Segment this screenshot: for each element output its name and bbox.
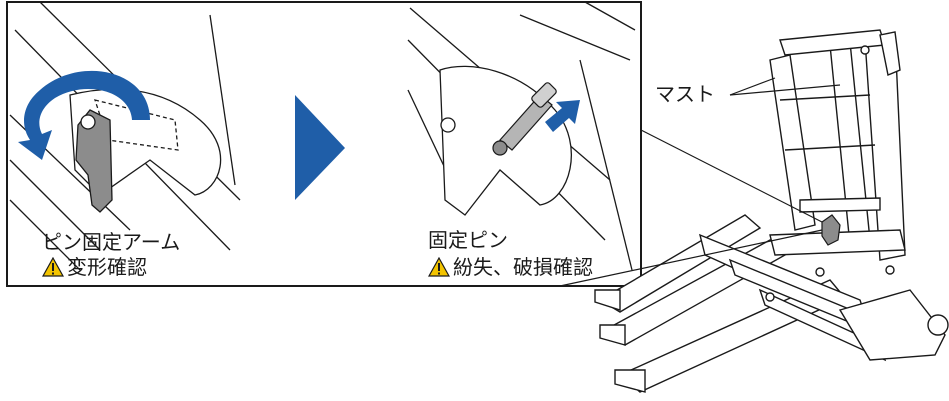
remove-direction-arrow-icon [545, 100, 580, 132]
machine-pin-arm [821, 214, 841, 246]
left-warning: 変形確認 [42, 257, 147, 277]
mast-leader-line [729, 84, 841, 96]
pin-fixing-arm [75, 109, 113, 213]
detail-leader-line [559, 229, 823, 287]
rotation-arrow-icon [18, 70, 150, 160]
arm-bolt [80, 114, 96, 130]
warning-icon [428, 257, 450, 277]
detail-leader-line [640, 129, 823, 223]
machine-illustration [594, 29, 949, 393]
left-warning-text: 変形確認 [67, 255, 147, 279]
bracket-bolt [440, 117, 456, 133]
next-step-arrow-icon [295, 95, 345, 200]
warning-icon [42, 257, 64, 277]
right-warning-text: 紛失、破損確認 [453, 255, 593, 279]
fixing-pin-label: 固定ピン [428, 228, 508, 252]
right-warning: 紛失、破損確認 [428, 257, 593, 277]
mast-leader-line [729, 77, 776, 96]
fixing-pin [492, 82, 557, 156]
mast-label: マスト [655, 82, 715, 106]
pin-fixing-arm-label: ピン固定アーム [42, 230, 181, 254]
